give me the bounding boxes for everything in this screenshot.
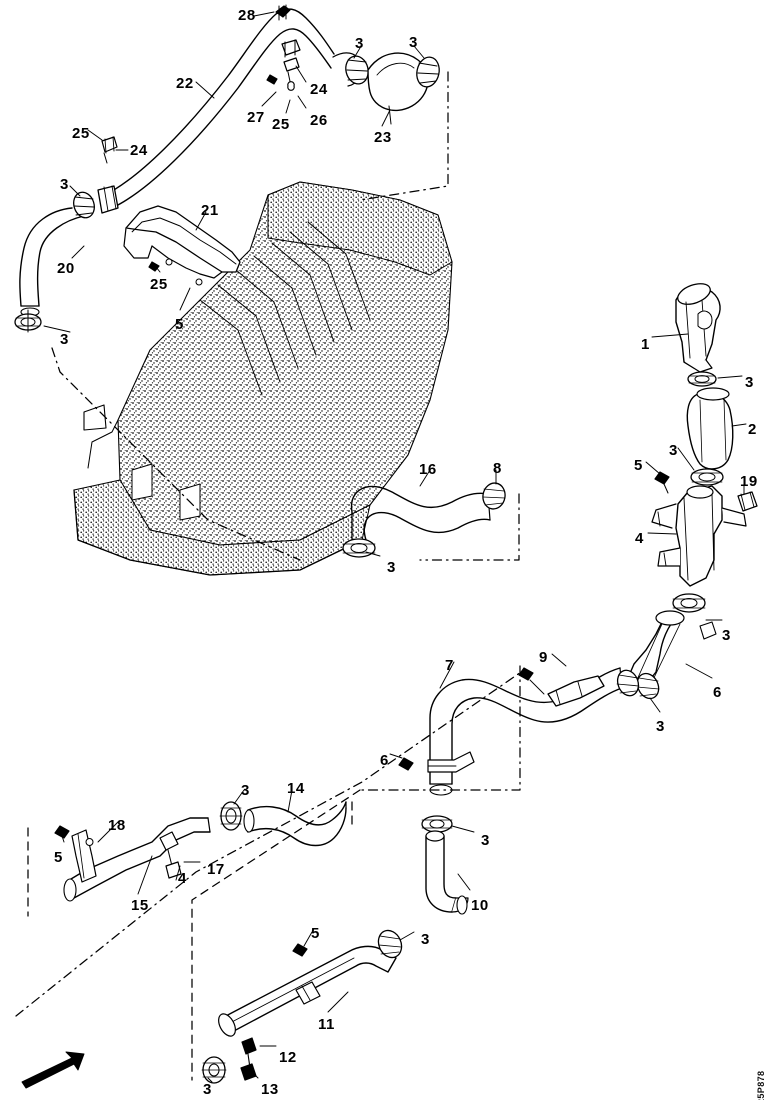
part-15-suction-tube: [54, 817, 211, 902]
part-22-long-upper-hose: [102, 8, 335, 209]
part-16-bypass-hose: [342, 485, 491, 558]
callout-2: 2: [748, 421, 757, 438]
part-2-short-connector-hose: [686, 387, 734, 470]
callout-3-right-4: 3: [656, 718, 665, 735]
callout-24-left: 24: [130, 142, 148, 159]
part-11-long-lower-tube: [218, 943, 397, 1037]
engine-block-illustration: [73, 181, 453, 576]
part-3-clamp-above-10: [421, 815, 453, 833]
callout-18: 18: [108, 817, 126, 834]
part-9-bracket: [518, 667, 605, 707]
callout-15: 15: [131, 897, 149, 914]
callout-9: 9: [539, 649, 548, 666]
callout-3-right-2: 3: [669, 442, 678, 459]
callout-17: 17: [207, 861, 225, 878]
callout-leaders: [43, 11, 747, 1083]
part-24-bracket-left: [101, 136, 118, 164]
callout-11: 11: [318, 1016, 335, 1033]
part-12-bolt: [241, 1037, 257, 1069]
callout-10: 10: [471, 897, 489, 914]
part-3-clamp-tube11-right: [377, 929, 403, 959]
callout-14: 14: [287, 780, 305, 797]
callout-3-left-lower: 3: [60, 331, 69, 348]
callout-20: 20: [57, 260, 75, 277]
front-direction-arrow: [21, 1051, 85, 1089]
drawing-code: 25P878: [756, 1070, 766, 1100]
callout-3-bottom-right: 3: [421, 931, 430, 948]
callout-4-right: 4: [635, 530, 644, 547]
part-3-clamp-tube6: [636, 672, 660, 700]
callout-25-mid: 25: [150, 276, 168, 293]
part-23-elbow-hose: [332, 52, 440, 125]
callout-25-left: 25: [72, 125, 90, 142]
callout-3-bottom: 3: [203, 1081, 212, 1098]
callout-5-bottom: 5: [311, 925, 320, 942]
part-8-clamp: [482, 482, 506, 510]
part-21-manifold-tube: [123, 205, 241, 286]
callout-22: 22: [176, 75, 194, 92]
callout-1: 1: [641, 336, 650, 353]
part-5-capscrew-right: [654, 471, 670, 494]
part-10-elbow-tube: [425, 830, 469, 915]
part-24-bracket-top: [281, 39, 301, 91]
group-bracket-dashes: [27, 789, 361, 1081]
callout-28: 28: [238, 7, 256, 24]
callout-6-left: 6: [380, 752, 389, 769]
callout-3-bottom-left: 3: [241, 782, 250, 799]
callout-5-bottom-left: 5: [54, 849, 63, 866]
part-3-clamp-right-2: [690, 468, 724, 486]
part-6-water-tube-right: [627, 610, 717, 687]
callout-4-bottom: 4: [178, 870, 187, 887]
callout-21: 21: [201, 202, 219, 219]
part-28-top-clamp: [275, 4, 291, 21]
callout-23: 23: [374, 129, 392, 146]
part-27-screw: [266, 74, 278, 85]
part-6-capscrew-left-of-7: [398, 757, 414, 771]
callout-12: 12: [279, 1049, 297, 1066]
part-14-short-hose: [243, 801, 347, 847]
part-3-clamp-right-1: [687, 371, 717, 387]
callout-16: 16: [419, 461, 437, 478]
callout-19: 19: [740, 473, 758, 490]
callout-7: 7: [445, 657, 454, 674]
callout-24-top: 24: [310, 81, 328, 98]
callout-3-top-b: 3: [409, 34, 418, 51]
part-13-washer: [240, 1063, 257, 1081]
callout-3-center: 3: [387, 559, 396, 576]
callout-5-right: 5: [634, 457, 643, 474]
part-1-water-outlet-housing: [675, 283, 721, 373]
callout-3-right-1: 3: [745, 374, 754, 391]
part-3-clamp-left-lower: [14, 309, 42, 333]
part-3-clamp-left-upper: [73, 191, 95, 219]
callout-25-top: 25: [272, 116, 290, 133]
part-3-clamp-mid-right: [616, 669, 640, 697]
part-19-plug: [737, 491, 758, 512]
callout-3-right-3: 3: [722, 627, 731, 644]
callout-13: 13: [261, 1081, 279, 1098]
part-4-water-manifold-right: [651, 485, 747, 587]
part-3-clamp-right-3: [672, 593, 706, 613]
connector-block-left: [97, 185, 119, 214]
part-3-clamp-bottom-left: [219, 801, 243, 831]
callout-3-left-upper: 3: [60, 176, 69, 193]
callout-5-left: 5: [175, 316, 184, 333]
callout-27: 27: [247, 109, 265, 126]
part-3-clamp-tube11-left: [201, 1056, 227, 1084]
callout-6-right: 6: [713, 684, 722, 701]
callout-26: 26: [310, 112, 328, 129]
callout-3-top-a: 3: [355, 35, 364, 52]
callout-3-above-10: 3: [481, 832, 490, 849]
assembly-boundary-lines: [15, 71, 525, 1017]
callout-8: 8: [493, 460, 502, 477]
